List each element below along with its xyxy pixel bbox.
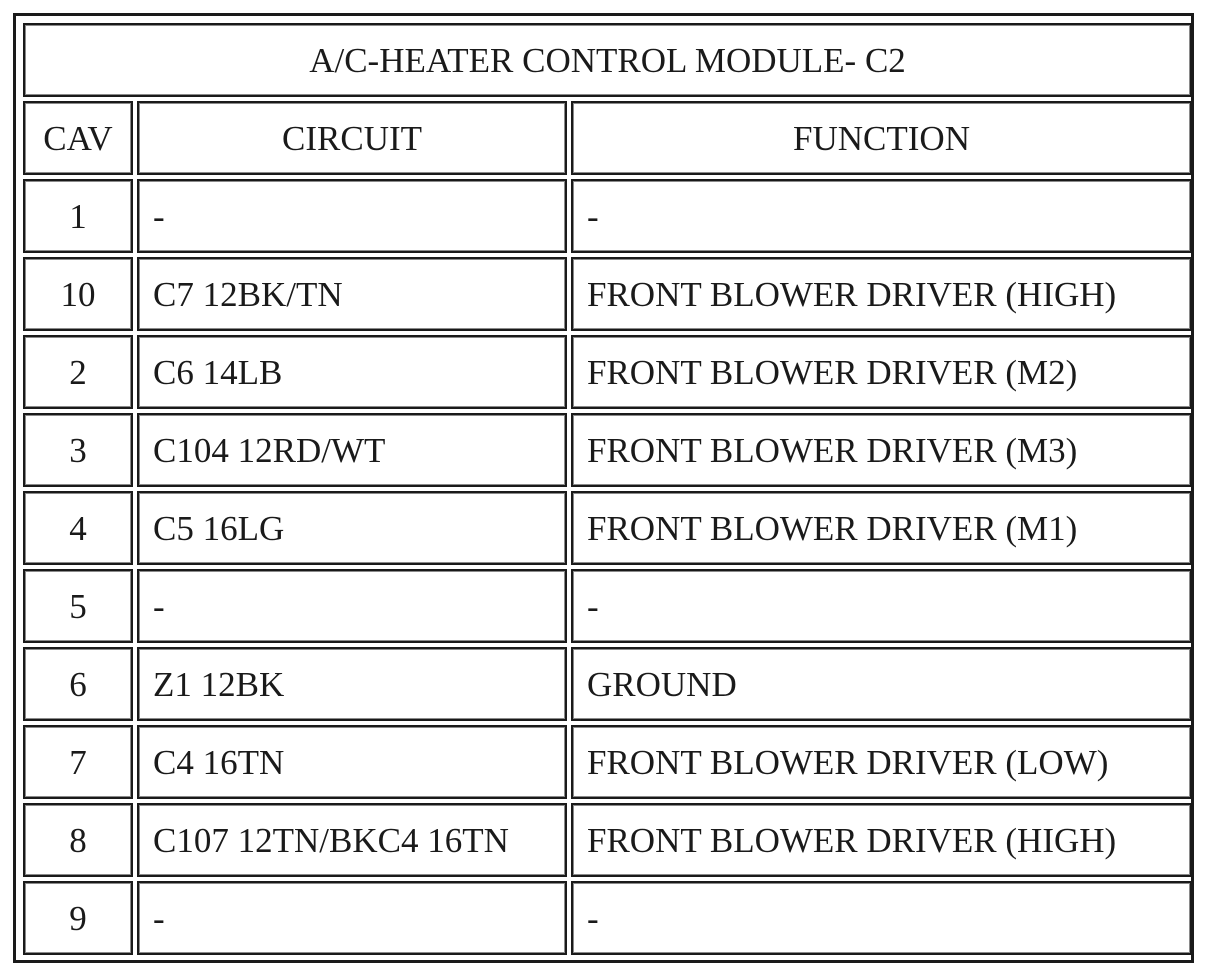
cav-cell: 5 [23, 569, 133, 643]
circuit-cell: - [137, 881, 567, 955]
cav-cell: 2 [23, 335, 133, 409]
function-cell: FRONT BLOWER DRIVER (HIGH) [571, 803, 1192, 877]
table-title: A/C-HEATER CONTROL MODULE- C2 [23, 23, 1192, 97]
table-row: 2 C6 14LB FRONT BLOWER DRIVER (M2) [23, 335, 1192, 409]
table-title-row: A/C-HEATER CONTROL MODULE- C2 [23, 23, 1192, 97]
table-row: 1 - - [23, 179, 1192, 253]
table-row: 6 Z1 12BK GROUND [23, 647, 1192, 721]
circuit-cell: - [137, 569, 567, 643]
function-cell: FRONT BLOWER DRIVER (LOW) [571, 725, 1192, 799]
circuit-cell: C107 12TN/BKC4 16TN [137, 803, 567, 877]
function-cell: - [571, 881, 1192, 955]
function-cell: FRONT BLOWER DRIVER (HIGH) [571, 257, 1192, 331]
header-cav: CAV [23, 101, 133, 175]
cav-cell: 10 [23, 257, 133, 331]
function-cell: FRONT BLOWER DRIVER (M1) [571, 491, 1192, 565]
circuit-cell: C104 12RD/WT [137, 413, 567, 487]
circuit-cell: C5 16LG [137, 491, 567, 565]
table-row: 5 - - [23, 569, 1192, 643]
cav-cell: 1 [23, 179, 133, 253]
cav-cell: 7 [23, 725, 133, 799]
circuit-cell: Z1 12BK [137, 647, 567, 721]
circuit-cell: C7 12BK/TN [137, 257, 567, 331]
cav-cell: 4 [23, 491, 133, 565]
table-row: 4 C5 16LG FRONT BLOWER DRIVER (M1) [23, 491, 1192, 565]
header-function: FUNCTION [571, 101, 1192, 175]
cav-cell: 8 [23, 803, 133, 877]
table-row: 8 C107 12TN/BKC4 16TN FRONT BLOWER DRIVE… [23, 803, 1192, 877]
cav-cell: 6 [23, 647, 133, 721]
connector-pinout-table: A/C-HEATER CONTROL MODULE- C2 CAV CIRCUI… [19, 19, 1196, 959]
connector-table-frame: A/C-HEATER CONTROL MODULE- C2 CAV CIRCUI… [13, 13, 1194, 963]
function-cell: - [571, 179, 1192, 253]
cav-cell: 3 [23, 413, 133, 487]
table-row: 9 - - [23, 881, 1192, 955]
function-cell: FRONT BLOWER DRIVER (M3) [571, 413, 1192, 487]
table-row: 10 C7 12BK/TN FRONT BLOWER DRIVER (HIGH) [23, 257, 1192, 331]
circuit-cell: - [137, 179, 567, 253]
table-row: 7 C4 16TN FRONT BLOWER DRIVER (LOW) [23, 725, 1192, 799]
table-header-row: CAV CIRCUIT FUNCTION [23, 101, 1192, 175]
function-cell: FRONT BLOWER DRIVER (M2) [571, 335, 1192, 409]
cav-cell: 9 [23, 881, 133, 955]
function-cell: - [571, 569, 1192, 643]
circuit-cell: C4 16TN [137, 725, 567, 799]
header-circuit: CIRCUIT [137, 101, 567, 175]
circuit-cell: C6 14LB [137, 335, 567, 409]
table-row: 3 C104 12RD/WT FRONT BLOWER DRIVER (M3) [23, 413, 1192, 487]
function-cell: GROUND [571, 647, 1192, 721]
